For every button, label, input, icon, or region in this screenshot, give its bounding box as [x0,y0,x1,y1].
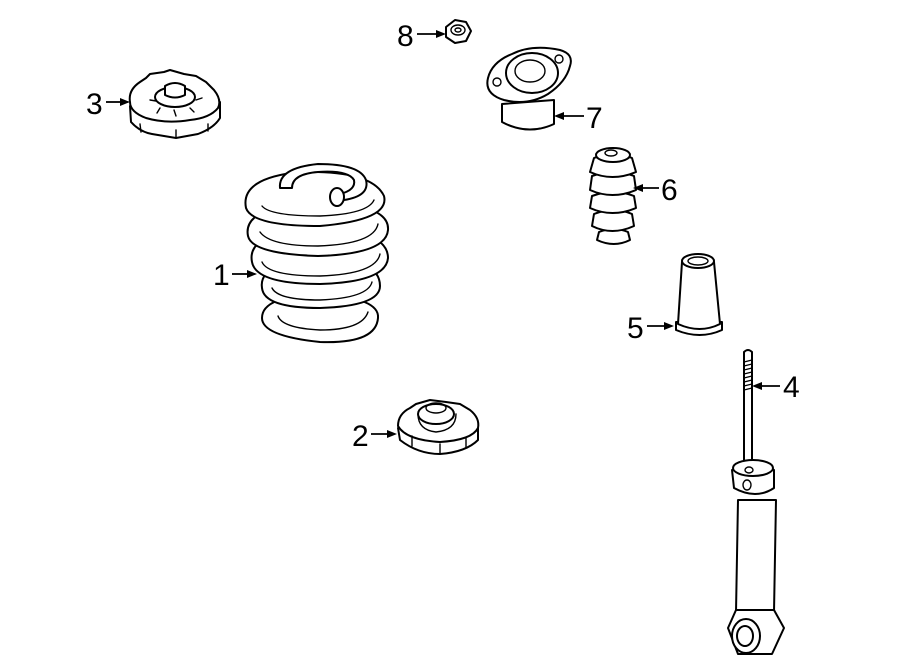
part-6-bump-stop-icon[interactable] [589,147,637,245]
callout-1: 1 [213,259,257,292]
callout-2-arrow-icon [387,430,397,438]
callout-4-arrow-icon [752,382,762,390]
callout-2: 2 [352,420,397,453]
callout-8-number: 8 [397,20,414,53]
callout-3: 3 [86,88,130,121]
callout-2-number: 2 [352,420,369,453]
callout-8: 8 [397,20,446,53]
callout-3-arrow-icon [120,98,130,106]
callout-7-arrow-icon [554,112,564,120]
callout-7-number: 7 [586,102,603,135]
callout-6-arrow-icon [633,184,643,192]
part-2-lower-spring-seat-icon[interactable] [397,399,480,455]
callout-4-number: 4 [783,371,800,404]
part-1-coil-spring-icon[interactable] [244,163,390,344]
part-7-strut-mount-icon[interactable] [486,46,572,131]
callout-8-arrow-icon [436,30,446,38]
callout-6-number: 6 [661,174,678,207]
callout-1-arrow-icon [247,270,257,278]
part-3-upper-spring-seat-icon[interactable] [128,69,221,139]
part-4-shock-absorber-icon[interactable] [727,349,785,655]
callout-1-number: 1 [213,259,230,292]
callout-4: 4 [752,371,800,404]
callout-7: 7 [554,102,603,135]
part-8-nut-icon[interactable] [445,19,472,44]
callout-3-number: 3 [86,88,103,121]
callout-5-arrow-icon [664,322,674,330]
callout-6: 6 [633,174,678,207]
part-5-dust-boot-icon[interactable] [675,253,723,336]
callout-5-number: 5 [627,312,644,345]
callout-5: 5 [627,312,674,345]
